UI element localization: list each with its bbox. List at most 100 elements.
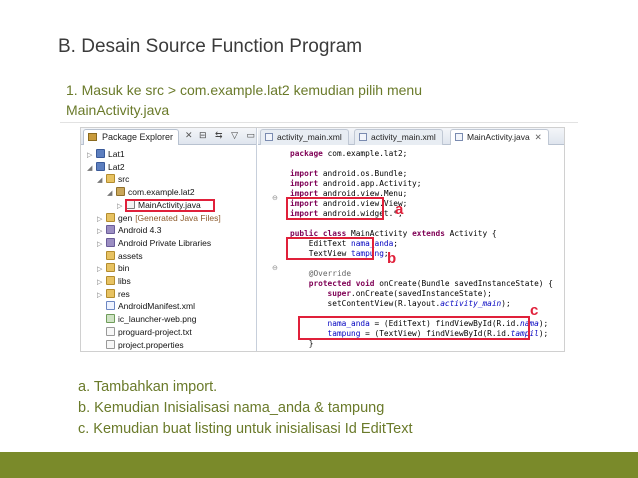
- folder-icon: [106, 288, 115, 298]
- tree-item[interactable]: ▷gen[Generated Java Files]: [97, 212, 221, 225]
- editor-tab[interactable]: activity_main.xml: [354, 129, 443, 145]
- code-token: );: [501, 299, 511, 308]
- package-explorer-tab[interactable]: Package Explorer: [83, 129, 180, 145]
- code-line: [290, 259, 553, 269]
- tree-item-hint: [Generated Java Files]: [135, 212, 221, 223]
- label-c: c: [530, 302, 539, 319]
- code-line: TextView tampung;: [290, 249, 553, 259]
- editor-tab-label: MainActivity.java: [467, 132, 530, 142]
- code-line: protected void onCreate(Bundle savedInst…: [290, 279, 553, 289]
- editor-tab[interactable]: activity_main.xml: [260, 129, 349, 145]
- label-a: a: [395, 201, 404, 218]
- slide-subtitle: 1. Masuk ke src > com.example.lat2 kemud…: [66, 82, 422, 118]
- expand-arrow-icon[interactable]: ▷: [97, 228, 103, 236]
- code-line: package com.example.lat2;: [290, 149, 553, 159]
- tree-item[interactable]: ◢ Lat2: [87, 161, 125, 174]
- tree-item-label: Android Private Libraries: [118, 237, 212, 248]
- file-icon: [106, 326, 115, 336]
- tree-item[interactable]: ic_launcher-web.png: [97, 313, 196, 326]
- label-b: b: [387, 250, 397, 267]
- code-line: tampung = (TextView) findViewById(R.id.t…: [290, 329, 553, 339]
- editor-gutter: ⊖ ⊖: [258, 146, 284, 351]
- code-line: import android.widget.*;: [290, 209, 553, 219]
- notes-list: a. Tambahkan import. b. Kemudian Inisial…: [78, 377, 412, 440]
- tree-item[interactable]: assets: [97, 250, 143, 263]
- editor-tab[interactable]: MainActivity.java ✕: [450, 129, 549, 145]
- expand-arrow-icon[interactable]: ▷: [87, 152, 93, 159]
- expand-arrow-icon[interactable]: ▷: [97, 215, 103, 223]
- tree-item-label: proguard-project.txt: [118, 326, 192, 337]
- view-toolbar-icons[interactable]: ⊟ ⇆ ▽ ▭ ▢: [199, 130, 276, 140]
- editor-tab-label: activity_main.xml: [371, 132, 436, 142]
- tree-item-label: res: [118, 288, 130, 299]
- expand-arrow-icon[interactable]: ◢: [97, 177, 103, 185]
- code-token: tampil: [510, 329, 539, 338]
- close-icon[interactable]: ✕: [534, 132, 542, 142]
- code-token: import: [290, 179, 323, 188]
- code-token: android.os.Bundle;: [322, 169, 408, 178]
- fold-icon-imports[interactable]: ⊖: [272, 195, 278, 202]
- tree-item[interactable]: ▷ Android 4.3: [97, 224, 161, 237]
- tree-item[interactable]: ◢com.example.lat2: [107, 186, 195, 199]
- folder-icon: [106, 250, 115, 260]
- expand-arrow-icon[interactable]: ▷: [97, 266, 103, 274]
- tree-item[interactable]: ▷Lat1: [87, 148, 125, 161]
- close-icon[interactable]: ✕: [185, 130, 193, 140]
- code-editor: activity_main.xml activity_main.xml MainAc…: [258, 128, 564, 351]
- tree-item[interactable]: ◢src: [97, 173, 129, 186]
- code-line: setContentView(R.layout.activity_main);: [290, 299, 553, 309]
- code-line: import android.os.Bundle;: [290, 169, 553, 179]
- code-token: public class: [290, 229, 352, 238]
- file-icon: [455, 133, 463, 141]
- fold-icon-oncreate[interactable]: ⊖: [272, 265, 278, 272]
- expand-arrow-icon[interactable]: ◢: [87, 164, 93, 172]
- folder-icon: [106, 263, 115, 273]
- expand-arrow-icon[interactable]: ◢: [107, 190, 113, 198]
- tree-item[interactable]: ▷libs: [97, 275, 131, 288]
- code-token: ;: [383, 249, 389, 258]
- tree-item[interactable]: ▷ bin: [97, 262, 129, 275]
- expand-arrow-icon[interactable]: ▷: [97, 240, 103, 248]
- code-token: ;: [393, 239, 398, 248]
- tree-item[interactable]: ▷ Android Private Libraries: [97, 237, 211, 250]
- expand-arrow-icon[interactable]: ▷: [97, 279, 103, 286]
- code-token: TextView: [290, 249, 352, 258]
- package-explorer-header: Package Explorer ✕ ⊟ ⇆ ▽ ▭ ▢: [81, 128, 272, 145]
- code-token: tampung: [351, 249, 384, 258]
- highlight-box-imports: [286, 197, 384, 220]
- code-token: Activity {: [449, 229, 497, 238]
- expand-arrow-icon[interactable]: ▷: [97, 291, 103, 299]
- code-token: import: [290, 209, 323, 218]
- code-line: super.onCreate(savedInstanceState);: [290, 289, 553, 299]
- code-token: android.view.Menu;: [322, 189, 408, 198]
- footer-bar: [0, 452, 638, 478]
- code-token: import: [290, 189, 323, 198]
- code-token: tampung: [290, 329, 361, 338]
- tree-item[interactable]: project.properties: [97, 339, 184, 352]
- highlight-box-fields: [286, 237, 374, 260]
- code-token: nama_anda: [290, 319, 370, 328]
- tree-item-label: assets: [118, 250, 143, 261]
- tree-item-label: bin: [118, 263, 130, 274]
- tree-item[interactable]: ▷ res: [97, 288, 130, 301]
- source-code[interactable]: package com.example.lat2; import android…: [290, 149, 553, 349]
- tree-item-label: MainActivity.java: [138, 199, 201, 210]
- code-token: = (TextView) findViewById(R.id.: [360, 329, 511, 338]
- code-token: setContentView(R.layout.: [290, 299, 441, 308]
- file-icon: [359, 133, 367, 141]
- code-token: activity_main: [440, 299, 502, 308]
- tree-item-label: Android 4.3: [118, 225, 162, 236]
- code-token: );: [538, 319, 549, 328]
- folder-icon: [106, 276, 115, 285]
- tree-item-label: Lat2: [108, 161, 125, 172]
- code-token: import: [290, 169, 323, 178]
- note-c: c. Kemudian buat listing untuk inisialis…: [78, 421, 413, 437]
- code-line: [290, 159, 553, 169]
- file-icon: [265, 133, 273, 141]
- expand-arrow-icon[interactable]: ▷: [117, 202, 123, 210]
- code-line: import android.app.Activity;: [290, 179, 553, 189]
- code-token: EditText: [290, 239, 352, 248]
- highlight-box-mainactivity: [125, 199, 215, 212]
- tree-item[interactable]: proguard-project.txt: [97, 326, 192, 339]
- tree-item[interactable]: AndroidManifest.xml: [97, 300, 195, 313]
